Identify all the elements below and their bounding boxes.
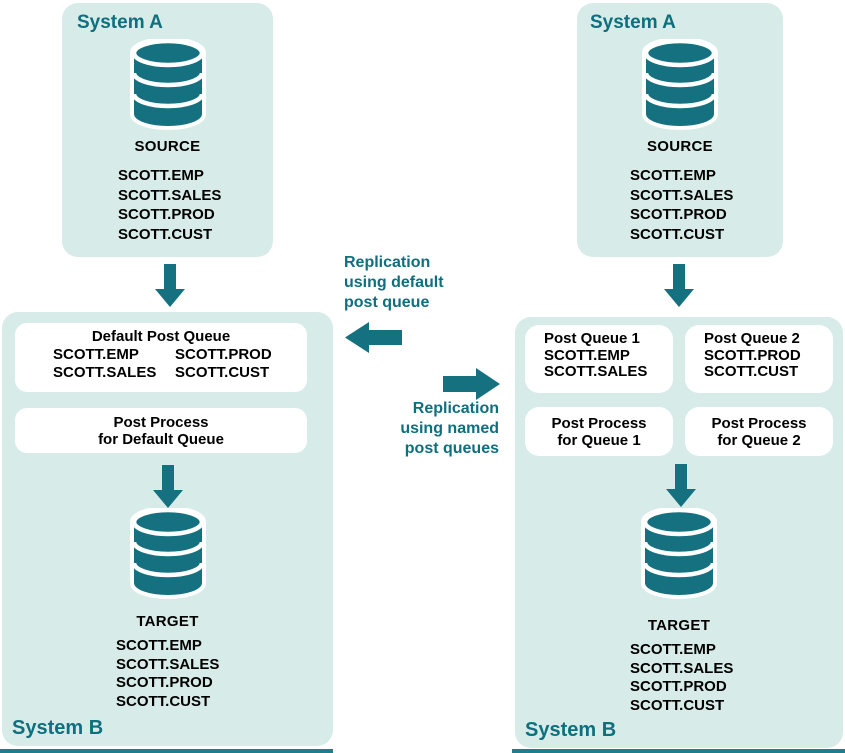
post-queue-1-title: Post Queue 1	[544, 330, 640, 347]
table-name: SCOTT.SALES	[53, 363, 157, 381]
table-name: SCOTT.PROD	[175, 346, 272, 363]
right-source-database-icon	[577, 39, 783, 131]
table-name: SCOTT.CUST	[630, 696, 725, 714]
left-source-label: SOURCE	[134, 138, 201, 155]
label-line: Replication	[412, 400, 499, 417]
table-name: SCOTT.SALES	[630, 186, 734, 204]
table-name: SCOTT.PROD	[704, 346, 801, 364]
label-line: post queues	[404, 440, 499, 457]
right-target-label: TARGET	[647, 617, 711, 634]
table-name: SCOTT.PROD	[116, 674, 213, 691]
table-name: SCOTT.SALES	[630, 659, 734, 677]
left-system-b-title: System B	[12, 717, 104, 739]
label-line: Replication	[344, 254, 431, 271]
right-system-a-title: System A	[590, 12, 676, 33]
right-system-b-panel: Post Queue 1 SCOTT.EMP SCOTT.SALES Post …	[515, 317, 843, 748]
right-source-table-list: SCOTT.EMP SCOTT.SALES SCOTT.PROD SCOTT.C…	[630, 166, 733, 244]
right-system-b-title: System B	[525, 719, 617, 741]
table-name: SCOTT.PROD	[630, 678, 727, 695]
table-name: SCOTT.CUST	[118, 225, 213, 243]
post-process-line: for Default Queue	[98, 431, 224, 448]
table-name: SCOTT.CUST	[630, 225, 725, 243]
replication-named-label: Replication using named post queues	[330, 399, 499, 459]
table-name: SCOTT.CUST	[116, 692, 211, 710]
arrow-down-icon	[666, 464, 696, 507]
arrow-down-icon	[155, 264, 185, 307]
left-system-a-title: System A	[77, 12, 163, 33]
table-name: SCOTT.EMP	[544, 346, 630, 364]
post-process-line: Post Process	[113, 414, 209, 431]
bottom-divider-bar	[512, 749, 845, 753]
arrow-right-icon	[443, 368, 500, 400]
right-target-database-icon	[515, 508, 843, 600]
post-process-line: for Queue 2	[717, 432, 801, 449]
default-post-queue-box: Default Post Queue SCOTT.EMP SCOTT.SALES…	[15, 323, 307, 392]
table-name: SCOTT.EMP	[53, 346, 139, 363]
table-name: SCOTT.SALES	[118, 186, 222, 204]
bottom-divider-bar	[0, 749, 333, 753]
left-target-label: TARGET	[136, 613, 199, 630]
replication-default-label: Replication using default post queue	[344, 253, 444, 313]
left-target-database-icon	[2, 508, 333, 600]
table-name: SCOTT.CUST	[704, 363, 799, 381]
arrow-left-icon	[345, 322, 402, 353]
post-queue-1-box: Post Queue 1 SCOTT.EMP SCOTT.SALES	[525, 325, 673, 393]
post-queue-2-box: Post Queue 2 SCOTT.PROD SCOTT.CUST	[685, 325, 833, 393]
arrow-down-icon	[153, 465, 183, 508]
table-name: SCOTT.PROD	[630, 206, 727, 223]
left-source-table-list: SCOTT.EMP SCOTT.SALES SCOTT.PROD SCOTT.C…	[118, 166, 221, 244]
default-post-queue-title: Default Post Queue	[91, 328, 231, 345]
right-system-a-panel: System A SOURCE SCOTT.EMP SCOTT.SALES SC…	[577, 3, 783, 257]
default-post-process-box: Post Process for Default Queue	[15, 408, 307, 453]
right-target-table-list: SCOTT.EMP SCOTT.SALES SCOTT.PROD SCOTT.C…	[630, 641, 733, 715]
table-name: SCOTT.SALES	[116, 655, 220, 673]
label-line: using default	[344, 274, 444, 291]
table-name: SCOTT.EMP	[630, 167, 716, 184]
table-name: SCOTT.PROD	[118, 206, 215, 223]
table-name: SCOTT.CUST	[175, 363, 270, 381]
label-line: post queue	[344, 294, 430, 311]
left-target-table-list: SCOTT.EMP SCOTT.SALES SCOTT.PROD SCOTT.C…	[116, 637, 219, 711]
post-process-line: for Queue 1	[557, 432, 641, 449]
table-name: SCOTT.EMP	[630, 641, 716, 658]
table-name: SCOTT.EMP	[116, 637, 202, 654]
table-name: SCOTT.EMP	[118, 167, 204, 184]
right-source-label: SOURCE	[647, 138, 713, 155]
post-process-1-box: Post Process for Queue 1	[525, 407, 673, 456]
post-queue-2-title: Post Queue 2	[704, 330, 800, 347]
post-process-line: Post Process	[711, 415, 807, 432]
table-name: SCOTT.SALES	[544, 363, 648, 381]
left-source-database-icon	[62, 39, 273, 131]
post-process-2-box: Post Process for Queue 2	[685, 407, 833, 456]
left-system-b-panel: Default Post Queue SCOTT.EMP SCOTT.SALES…	[2, 312, 333, 746]
left-system-a-panel: System A SOURCE SCOTT.EMP SCOTT.SALES SC…	[62, 3, 273, 257]
post-process-line: Post Process	[551, 415, 647, 432]
arrow-down-icon	[664, 264, 694, 307]
label-line: using named	[400, 420, 499, 437]
